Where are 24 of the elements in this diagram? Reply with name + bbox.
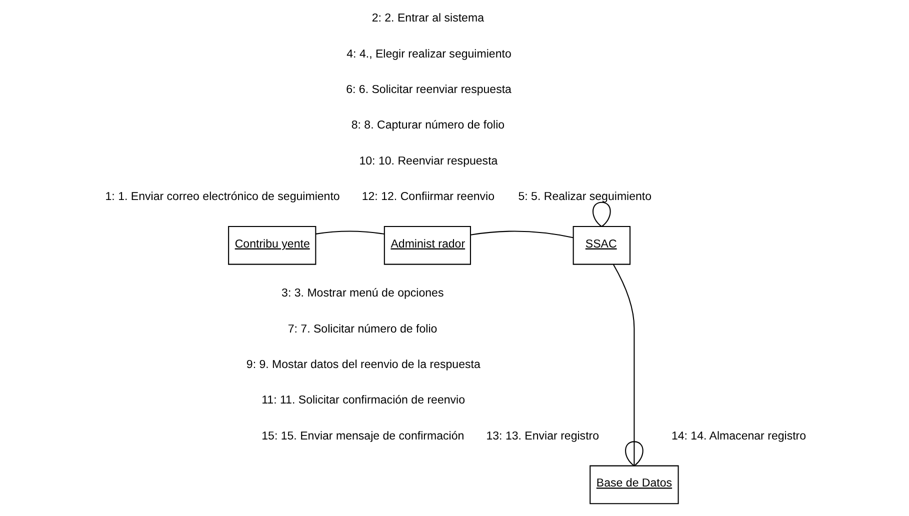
label: 2: 2. Entrar al sistema <box>371 12 484 25</box>
label: 10: 10. Reenviar respuesta <box>358 155 498 168</box>
label: 15: 15. Enviar mensaje de confirmación <box>261 430 464 442</box>
node-box: Administ rador <box>383 226 470 265</box>
label: 3: 3. Mostrar menú de opciones <box>281 288 444 300</box>
connector <box>470 230 573 238</box>
connector <box>612 264 634 466</box>
label: 7: 7. Solicitar número de folio <box>287 323 437 336</box>
connector <box>315 230 384 235</box>
label: 12: 12. Confiirmar reenvio <box>361 191 494 204</box>
label: 13: 13. Enviar registro <box>486 430 599 442</box>
label: 6: 6. Solicitar reenviar respuesta <box>346 84 511 96</box>
node-box: Contribu yente <box>228 226 316 265</box>
label: 1: 1. Enviar correo electrónico de seguimiento <box>104 191 340 204</box>
node-box: SSAC <box>572 226 630 265</box>
label: 9: 9. Mostar datos del reenvio de la respuesta <box>246 358 480 371</box>
label: 11: 11. Solicitar confirmación de reenvio <box>261 394 465 407</box>
label: 8: 8. Capturar número de folio <box>350 120 504 132</box>
label: 14: 14. Almacenar registro <box>670 430 806 442</box>
label: 4: 4., Elegir realizar seguimiento <box>346 48 511 60</box>
connector <box>592 202 610 227</box>
label: 5: 5. Realizar seguimiento <box>518 191 652 204</box>
node-box: Base de Datos <box>589 465 678 504</box>
connector <box>624 441 643 466</box>
